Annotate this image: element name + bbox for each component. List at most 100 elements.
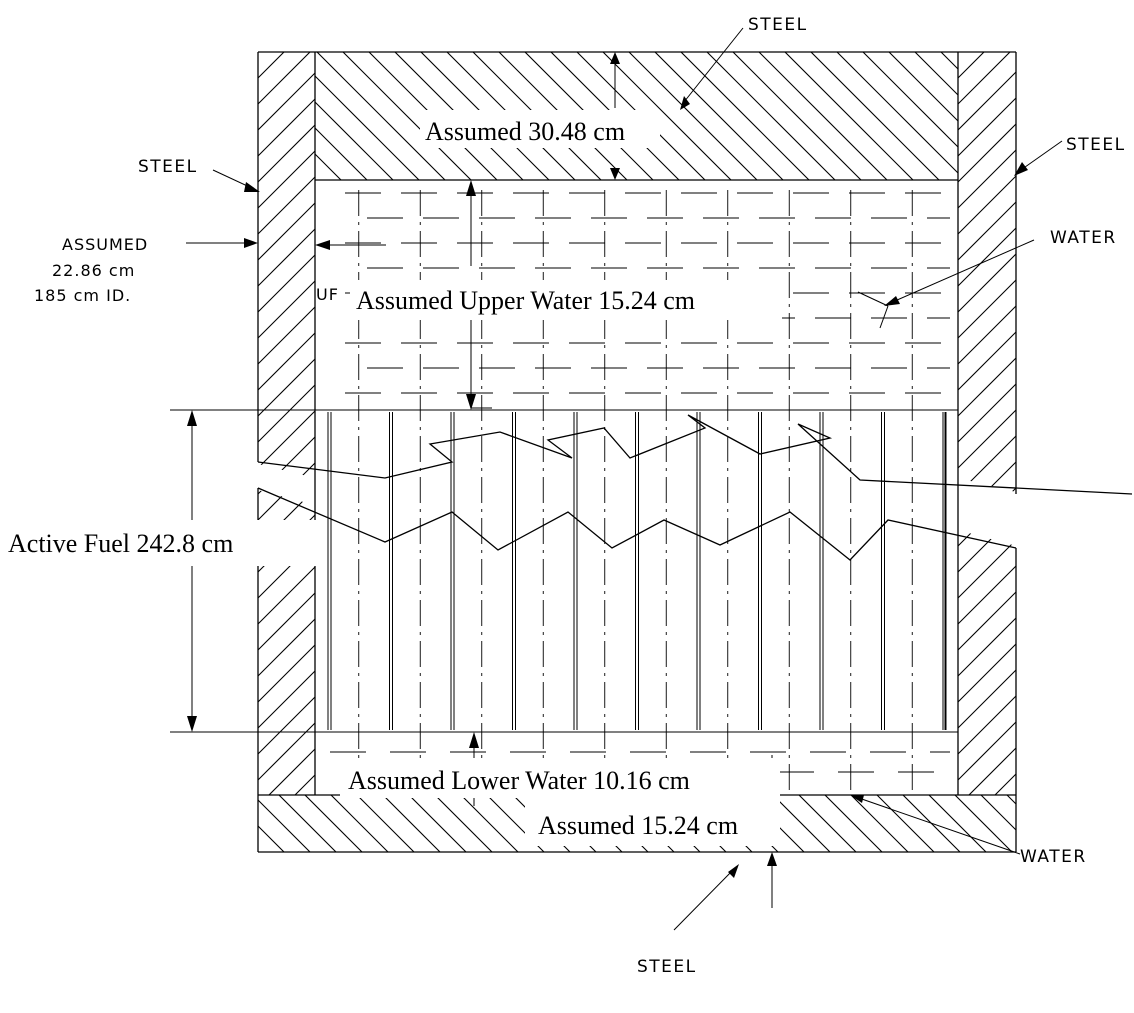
- hatch-line: [315, 127, 368, 180]
- label-assumed-wall-line1: ASSUMED: [62, 235, 148, 254]
- right-wall-break-gap: [958, 478, 1024, 548]
- hatch-line: [888, 52, 958, 122]
- hatch-line: [958, 461, 1016, 521]
- hatch-line: [268, 748, 315, 795]
- hatch-line: [836, 52, 958, 174]
- hatch-line: [628, 52, 758, 180]
- hatch-line: [958, 435, 1016, 495]
- fuel-break-lines: [257, 414, 1133, 561]
- hatch-line: [258, 410, 315, 469]
- hatch-line: [258, 124, 315, 183]
- hatch-line: [958, 591, 1016, 651]
- label-assumed-wall-line2: 22.86 cm: [52, 261, 135, 280]
- hatch-line: [958, 331, 1016, 391]
- hatch-line: [258, 150, 315, 209]
- leader-lines: [186, 27, 1063, 931]
- hatch-line: [958, 617, 1016, 677]
- hatch-line: [258, 202, 315, 261]
- hatch-line: [958, 513, 1016, 573]
- hatch-line: [258, 176, 315, 235]
- hatch-line: [315, 75, 420, 180]
- hatch-line: [706, 52, 836, 180]
- hatch-line: [824, 795, 883, 852]
- label-bottom-plate-dimension: Assumed 15.24 cm: [538, 811, 738, 840]
- right-steel-wall-hatch: [958, 52, 1134, 795]
- hatch-line: [258, 52, 259, 53]
- hatch-line: [258, 254, 315, 313]
- hatch-line: [958, 487, 1016, 547]
- label-top-plate-dimension: Assumed 30.48 cm: [425, 117, 625, 146]
- hatch-line: [356, 795, 415, 852]
- hatch-line: [784, 52, 914, 180]
- hatch-line: [732, 52, 862, 180]
- hatch-line: [958, 201, 1016, 261]
- hatch-line: [914, 52, 958, 96]
- hatch-line: [1021, 52, 1134, 795]
- hatch-line: [342, 52, 472, 180]
- hatch-line: [258, 384, 315, 443]
- hatch-line: [958, 175, 1016, 235]
- hatch-line: [958, 305, 1016, 365]
- hatch-line: [958, 669, 1016, 729]
- hatch-line: [654, 52, 784, 180]
- label-uf-mark: UF: [316, 285, 339, 304]
- active-fuel-label-mask: [0, 520, 320, 566]
- label-water-lower: WATER: [1020, 847, 1087, 867]
- hatch-line: [258, 644, 315, 703]
- hatch-line: [772, 795, 831, 852]
- hatch-line: [258, 592, 315, 651]
- hatch-line: [967, 52, 1095, 180]
- hatch-line: [758, 52, 888, 180]
- hatch-line: [258, 488, 315, 547]
- hatch-line: [258, 280, 315, 339]
- hatch-line: [460, 795, 519, 852]
- hatch-line: [958, 97, 1016, 157]
- hatch-line: [958, 643, 1016, 703]
- hatch-line: [958, 721, 1016, 781]
- hatch-line: [258, 566, 315, 625]
- label-lower-water-dimension: Assumed Lower Water 10.16 cm: [348, 766, 690, 795]
- hatch-line: [258, 462, 315, 521]
- hatch-line: [408, 795, 467, 852]
- hatch-line: [258, 722, 315, 781]
- hatch-line: [321, 52, 1064, 795]
- hatch-line: [968, 747, 1016, 795]
- hatch-line: [258, 851, 259, 852]
- hatch-line: [315, 153, 342, 180]
- label-steel-top: STEEL: [748, 15, 808, 35]
- hatch-line: [958, 565, 1016, 625]
- hatch-line: [382, 795, 441, 852]
- hatch-line: [958, 383, 1016, 443]
- hatch-line: [958, 52, 985, 79]
- hatch-line: [958, 409, 1016, 469]
- label-steel-left: STEEL: [138, 157, 198, 177]
- upper-water-label-mask: [350, 280, 782, 320]
- hatch-line: [258, 306, 315, 365]
- hatch-line: [258, 799, 311, 852]
- hatch-line: [958, 279, 1016, 339]
- label-upper-water-dimension: Assumed Upper Water 15.24 cm: [356, 286, 695, 315]
- hatch-line: [958, 123, 1016, 183]
- hatch-line: [958, 539, 1016, 599]
- top-label-mask: [420, 110, 660, 148]
- hatch-line: [315, 101, 394, 180]
- hatch-line: [602, 52, 732, 180]
- left-wall-break-gap: [250, 462, 315, 505]
- hatch-line: [680, 52, 810, 180]
- hatch-line: [876, 795, 935, 852]
- bottom-label-mask: [525, 798, 780, 846]
- hatch-line: [954, 795, 1013, 852]
- lower-water-label-mask: [340, 758, 780, 798]
- hatch-line: [316, 52, 446, 180]
- hatch-line: [330, 795, 389, 852]
- hatch-line: [258, 228, 315, 287]
- hatch-line: [810, 52, 940, 180]
- hatch-line: [850, 795, 909, 852]
- hatch-line: [258, 358, 315, 417]
- hatch-line: [958, 695, 1016, 755]
- hatch-line: [315, 179, 316, 180]
- label-water-upper: WATER: [1050, 228, 1117, 248]
- water-region-dashes: [330, 192, 950, 773]
